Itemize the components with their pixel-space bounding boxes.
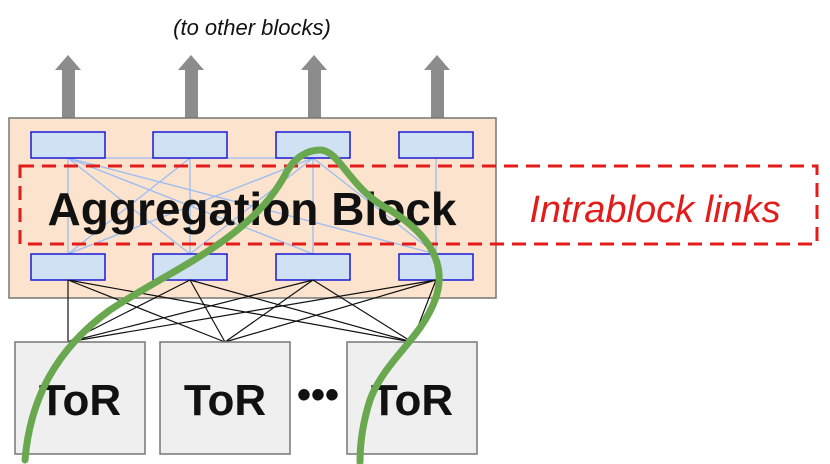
uplink-arrow xyxy=(424,55,450,118)
top-switches xyxy=(30,131,474,159)
switch-box xyxy=(275,253,351,281)
uplink-arrows xyxy=(55,55,450,118)
tor-label: ToR xyxy=(184,376,266,425)
intrablock-label: Intrablock links xyxy=(529,189,780,231)
uplink-arrow xyxy=(55,55,81,118)
switch-box xyxy=(30,253,106,281)
uplink-arrow xyxy=(301,55,327,118)
intrablock-links xyxy=(67,157,437,255)
tor-uplinks xyxy=(67,279,437,343)
top-label: (to other blocks) xyxy=(173,15,331,40)
ellipsis: ••• xyxy=(297,373,339,417)
aggregation-block-label: Aggregation Block xyxy=(48,183,457,235)
uplink-arrow xyxy=(178,55,204,118)
tor-box xyxy=(159,341,291,455)
switch-box xyxy=(398,131,474,159)
intrablock-dashed-region xyxy=(18,164,819,246)
switch-box xyxy=(152,131,228,159)
tor-label: ToR xyxy=(39,376,121,425)
switch-box xyxy=(30,131,106,159)
traffic-path xyxy=(21,146,443,464)
tor-label: ToR xyxy=(371,376,453,425)
